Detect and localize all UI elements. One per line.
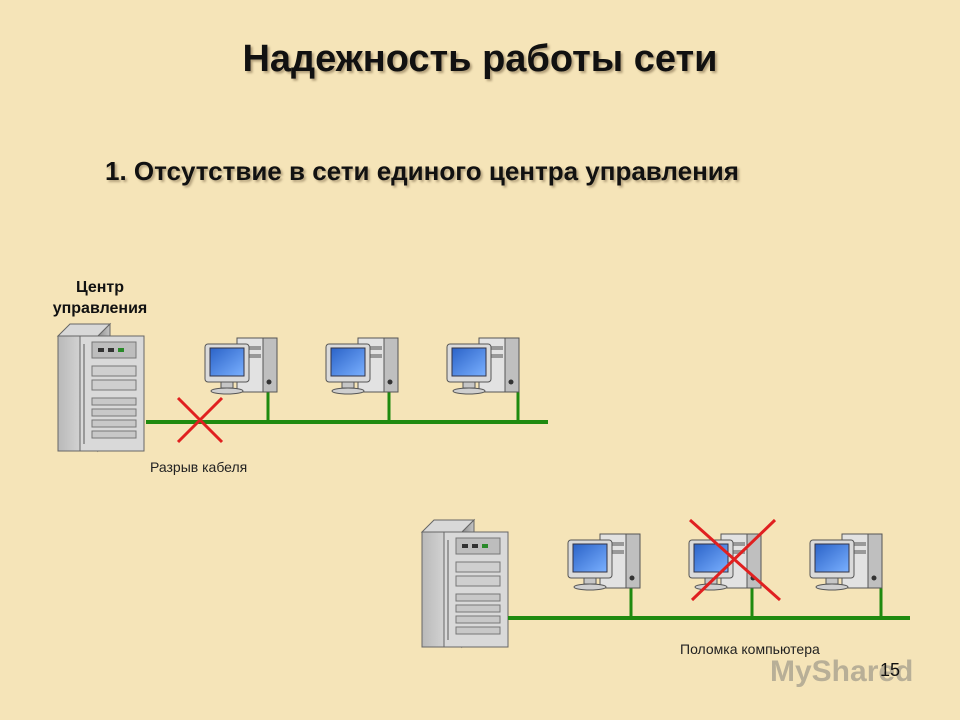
page-number: 15	[880, 660, 901, 680]
computer-icon	[204, 337, 278, 395]
red-cross-icon	[176, 396, 224, 444]
computer-icon	[809, 533, 883, 591]
computer-failure-caption: Поломка компьютера	[680, 641, 820, 657]
control-center-label-line2: управления	[52, 300, 148, 317]
watermark: MyShared	[770, 655, 914, 688]
computer-icon	[325, 337, 399, 395]
control-center-server-icon	[57, 323, 145, 452]
computer-icon	[567, 533, 641, 591]
slide-subtitle: 1. Отсутствие в сети единого центра упра…	[105, 156, 739, 186]
cable-break-caption: Разрыв кабеля	[150, 459, 248, 475]
server-icon	[421, 519, 509, 648]
control-center-label-line1: Центр	[75, 279, 125, 296]
slide-title: Надежность работы сети	[242, 38, 718, 80]
red-cross-icon	[689, 518, 781, 602]
computer-icon	[446, 337, 520, 395]
control-center-label: Центр управления	[30, 277, 170, 319]
